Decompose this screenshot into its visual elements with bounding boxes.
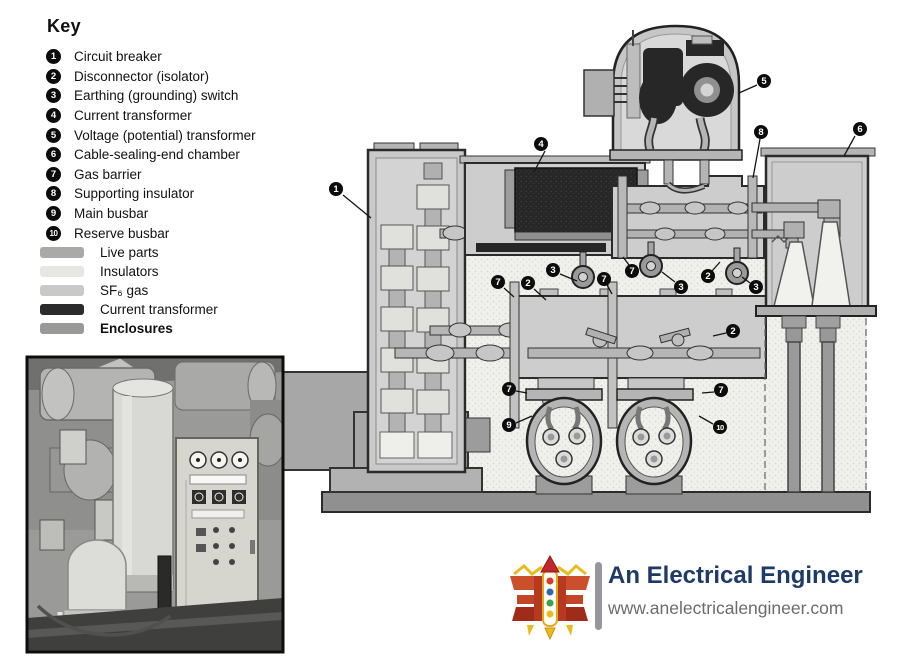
legend-title: Key — [47, 16, 81, 36]
item-number-badge: 1 — [46, 49, 61, 65]
item-number-badge: 4 — [46, 108, 61, 124]
legend-swatch-row: Insulators — [38, 262, 338, 281]
disconnector-chambers — [509, 281, 767, 429]
callout-leader-lines — [342, 84, 856, 425]
callout-gas-barrier: 7 — [502, 382, 516, 396]
voltage-transformer — [583, 24, 743, 194]
gis-installation-photo — [27, 357, 283, 652]
callout-disconnector: 2 — [701, 269, 715, 283]
item-number-badge: 7 — [46, 166, 61, 182]
live-parts-swatch — [40, 246, 84, 258]
logo-icon — [510, 554, 602, 641]
sf6-gas-swatch — [40, 284, 84, 296]
supporting-insulator-plate — [747, 175, 758, 259]
logo-divider — [595, 562, 602, 630]
callout-gas-barrier: 7 — [625, 264, 639, 278]
enclosures-swatch — [40, 322, 84, 334]
vt-terminal-box — [583, 69, 615, 117]
upper-bus-duct — [611, 175, 765, 259]
gas-barrier-plate — [617, 175, 628, 259]
item-number-badge: 5 — [46, 127, 61, 143]
gas-barrier-plate — [509, 281, 520, 429]
callout-disconnector: 2 — [521, 276, 535, 290]
callout-voltage-transformer: 5 — [757, 74, 771, 88]
callout-reserve-busbar: 10 — [713, 420, 727, 434]
reserve-busbar-vessel — [615, 377, 694, 486]
legend-swatch-row: Enclosures — [38, 319, 338, 338]
brand-website-link: www.anelectricalengineer.com — [608, 598, 844, 618]
legend-swatch-row: Current transformer — [38, 300, 338, 319]
item-number-badge: 3 — [46, 88, 61, 104]
item-number-badge: 10 — [46, 225, 61, 241]
item-number-badge: 8 — [46, 186, 61, 202]
photo-frame — [25, 355, 285, 654]
circuit-breaker-enclosure — [366, 142, 467, 474]
insulators-swatch — [40, 265, 84, 277]
callout-gas-barrier: 7 — [597, 272, 611, 286]
item-number-badge: 2 — [46, 68, 61, 84]
legend-swatch-row: SF₆ gas — [38, 281, 338, 300]
power-cables — [764, 315, 867, 493]
callout-disconnector: 2 — [726, 324, 740, 338]
callout-gas-barrier: 7 — [714, 383, 728, 397]
current-transformer-swatch — [40, 303, 84, 315]
item-number-badge: 6 — [46, 147, 61, 163]
callout-current-transformer: 4 — [534, 137, 548, 151]
cable-sealing-end-chamber — [751, 147, 877, 317]
callout-cable-sealing-end: 6 — [853, 122, 867, 136]
base-rail — [321, 491, 871, 513]
callout-main-busbar: 9 — [502, 418, 516, 432]
brand-name: An Electrical Engineer — [608, 562, 863, 589]
callout-gas-barrier: 7 — [491, 275, 505, 289]
callout-circuit-breaker: 1 — [329, 182, 343, 196]
callout-earthing-switch: 3 — [674, 280, 688, 294]
callout-earthing-switch: 3 — [749, 280, 763, 294]
legend-swatch-row: Live parts — [38, 243, 338, 262]
callout-supporting-insulator: 8 — [754, 125, 768, 139]
item-number-badge: 9 — [46, 206, 61, 222]
main-busbar-vessel — [525, 377, 603, 486]
earthing-switches — [571, 241, 749, 289]
callout-earthing-switch: 3 — [546, 263, 560, 277]
